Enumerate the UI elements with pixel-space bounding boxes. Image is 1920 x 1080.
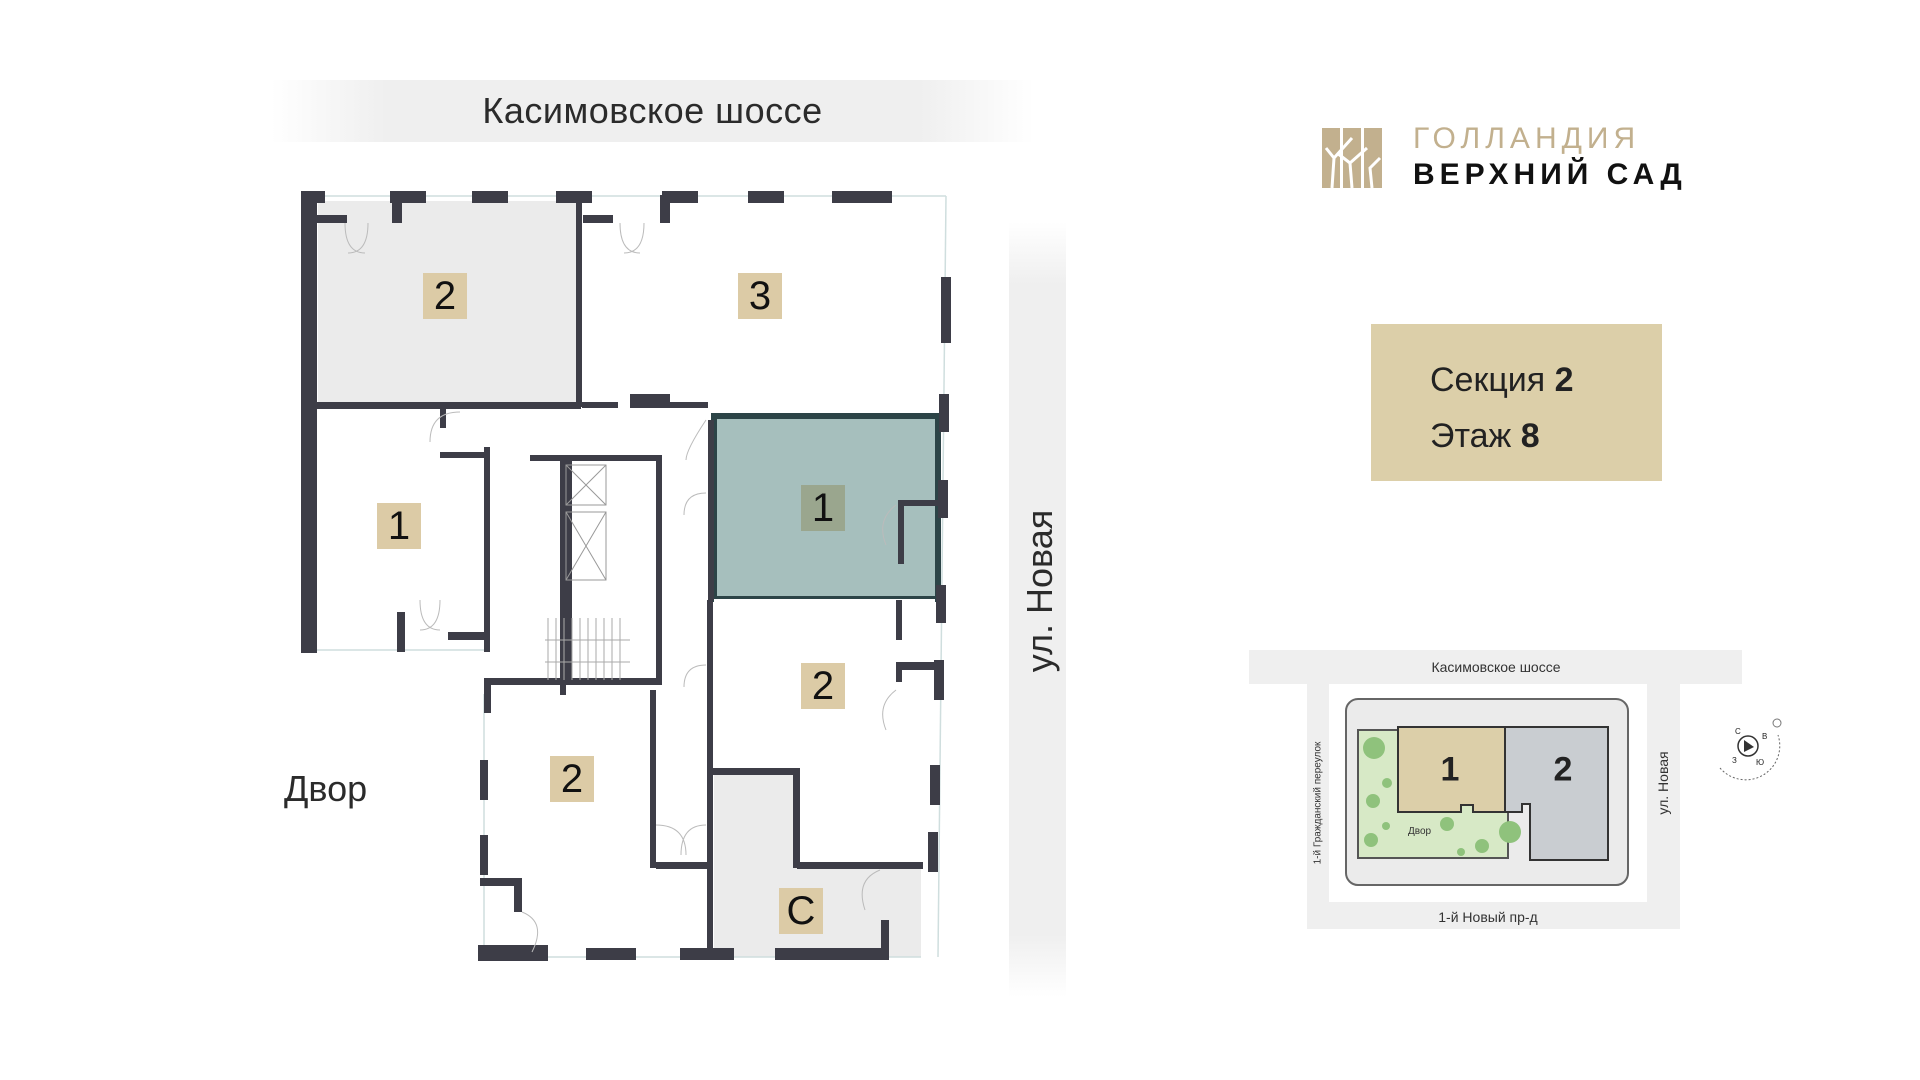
- compass-south: Ю: [1756, 758, 1765, 767]
- minimap-building-1-label: 1: [1440, 750, 1460, 789]
- logo-subtitle: ВЕРХНИЙ САД: [1413, 158, 1687, 191]
- minimap-building-2-label: 2: [1553, 750, 1573, 789]
- room-label-2[interactable]: 2: [550, 756, 594, 802]
- room-label-1-selected[interactable]: 1: [801, 485, 845, 531]
- compass-north: С: [1735, 727, 1741, 736]
- room-label-1[interactable]: 1: [377, 503, 421, 549]
- logo-tree-icon: [1322, 128, 1382, 188]
- street-band-right: [1009, 222, 1066, 997]
- section-line: Секция 2: [1430, 352, 1662, 408]
- compass-west: З: [1732, 756, 1737, 765]
- minimap-building-2[interactable]: [1504, 726, 1609, 861]
- minimap-street-right: ул. Новая: [1655, 751, 1671, 815]
- floor-value: 8: [1520, 417, 1540, 455]
- minimap-street-top: Касимовское шоссе: [1431, 659, 1561, 675]
- stairs-icon: [545, 618, 630, 680]
- section-value: 2: [1554, 361, 1574, 399]
- room-label-2[interactable]: 2: [801, 663, 845, 709]
- elevator-shafts: [565, 464, 607, 581]
- room-label-c[interactable]: С: [779, 888, 823, 934]
- yard-label: Двор: [284, 768, 368, 809]
- street-name: Касимовское шоссе: [482, 90, 823, 131]
- floor-label: Этаж: [1430, 417, 1512, 455]
- room-label-3[interactable]: 3: [738, 273, 782, 319]
- section-label: Секция: [1430, 361, 1546, 399]
- tree-icons: [1363, 737, 1521, 856]
- room-label-2[interactable]: 2: [423, 273, 467, 319]
- door-arcs: [344, 222, 897, 953]
- walls: [301, 191, 951, 961]
- minimap-street-left: 1-й Гражданский переулок: [1312, 741, 1324, 865]
- minimap-street-bottom: 1-й Новый пр-д: [1438, 909, 1538, 925]
- compass-east: В: [1762, 732, 1768, 741]
- compass-icon: [1719, 718, 1782, 781]
- logo-title: ГОЛЛАНДИЯ: [1413, 122, 1641, 155]
- room-2-lower[interactable]: [484, 694, 658, 956]
- section-floor-info: Секция 2 Этаж 8: [1371, 324, 1662, 481]
- floor-line: Этаж 8: [1430, 408, 1662, 464]
- street-label-top: Касимовское шоссе: [271, 80, 1034, 142]
- minimap-yard-label: Двор: [1408, 826, 1432, 837]
